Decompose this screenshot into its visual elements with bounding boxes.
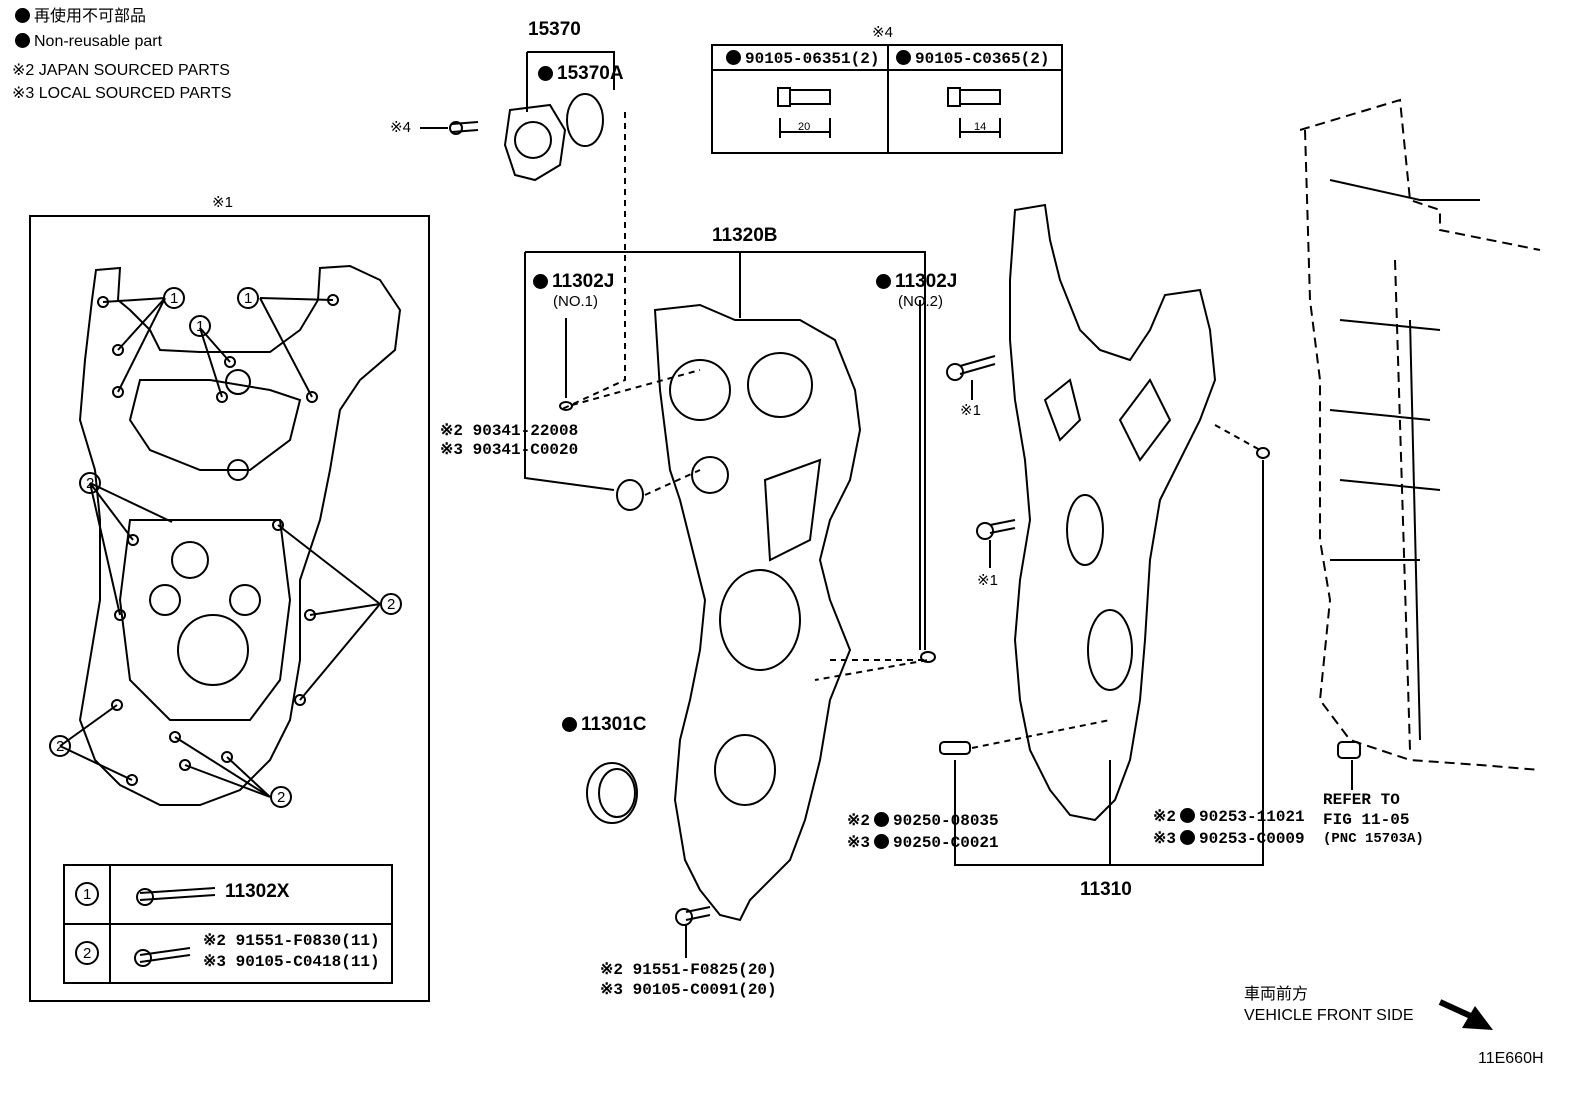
note-1-bolt-lower: ※1 (977, 572, 998, 589)
bolt-length-20: 20 (798, 121, 811, 133)
timing-cover-rear (1009, 203, 1217, 822)
figure-code: 11E660H (1478, 1050, 1544, 1067)
non-reusable-dot-icon (538, 66, 553, 81)
legend-local-sourced: ※3 LOCAL SOURCED PARTS (12, 85, 232, 102)
callout-1: 1 (170, 290, 179, 307)
table-callout-2: 2 (83, 945, 92, 962)
part-90341-22008[interactable]: ※2 90341-22008 (440, 422, 579, 440)
callout-1: 1 (196, 318, 205, 335)
part-15370[interactable]: 15370 (528, 19, 581, 40)
oil-seal (586, 762, 638, 824)
non-reusable-dot-icon (876, 274, 891, 289)
part-11302J-no1[interactable]: 11302J (533, 272, 614, 291)
group-1-title: ※1 (212, 194, 233, 211)
gasket-bolt-holes (97, 294, 339, 786)
non-reusable-dot-icon (1180, 808, 1196, 823)
legend-non-reusable: Non-reusable part (15, 33, 162, 50)
part-90105-C0418[interactable]: ※3 90105-C0418(11) (203, 953, 380, 971)
part-11302X[interactable]: 11302X (225, 881, 290, 902)
part-11310[interactable]: 11310 (1080, 879, 1132, 900)
part-11320B[interactable]: 11320B (712, 225, 778, 246)
gasket-outline (78, 264, 402, 806)
part-11302J-no2-sub: (NO.2) (898, 293, 943, 310)
vehicle-front-en: VEHICLE FRONT SIDE (1244, 1007, 1414, 1024)
callout-2: 2 (56, 738, 65, 755)
table-callout-1: 1 (83, 886, 92, 903)
refer-to-fig-link[interactable]: FIG 11-05 (1323, 811, 1410, 829)
part-90105-C0091[interactable]: ※3 90105-C0091(20) (600, 981, 777, 999)
non-reusable-dot-icon (1180, 830, 1196, 845)
legend-japan-sourced: ※2 JAPAN SOURCED PARTS (12, 62, 230, 79)
pump-housing (503, 103, 567, 182)
group-1-frame (29, 215, 430, 1002)
non-reusable-dot-icon (562, 717, 577, 732)
part-91551-F0825[interactable]: ※2 91551-F0825(20) (600, 961, 777, 979)
non-reusable-dot-icon (874, 812, 890, 827)
part-90105-C0365[interactable]: 90105-C0365(2) (896, 50, 1049, 67)
callout-2: 2 (277, 789, 286, 806)
non-reusable-dot-icon (15, 8, 30, 23)
note-4-bolt: ※4 (390, 119, 411, 136)
part-90341-C0020[interactable]: ※3 90341-C0020 (440, 441, 579, 459)
note-1-bolt-upper: ※1 (960, 402, 981, 419)
part-91551-F0830[interactable]: ※2 91551-F0830(11) (203, 932, 380, 950)
non-reusable-dot-icon (874, 834, 890, 849)
non-reusable-dot-icon (726, 50, 741, 65)
timing-cover-front (653, 303, 862, 922)
refer-to-line1: REFER TO (1323, 791, 1400, 809)
non-reusable-dot-icon (896, 50, 911, 65)
callout-1: 1 (244, 290, 253, 307)
bolt-length-14: 14 (974, 121, 987, 133)
part-90105-06351[interactable]: 90105-06351(2) (726, 50, 879, 67)
callout-2: 2 (86, 475, 95, 492)
non-reusable-dot-icon (533, 274, 548, 289)
callout-2: 2 (387, 596, 396, 613)
non-reusable-dot-icon (15, 33, 30, 48)
legend-jp: 再使用不可部品 (15, 8, 146, 25)
vehicle-front-jp: 車両前方 (1244, 986, 1309, 1003)
engine-block (1299, 98, 1541, 771)
part-11302J-no1-sub: (NO.1) (553, 293, 598, 310)
part-15370A[interactable]: 15370A (538, 64, 624, 83)
refer-to-pnc: (PNC 15703A) (1323, 831, 1424, 847)
part-11302J-no2[interactable]: 11302J (876, 272, 957, 291)
group-4-title: ※4 (872, 24, 893, 41)
part-11301C[interactable]: 11301C (562, 715, 647, 734)
